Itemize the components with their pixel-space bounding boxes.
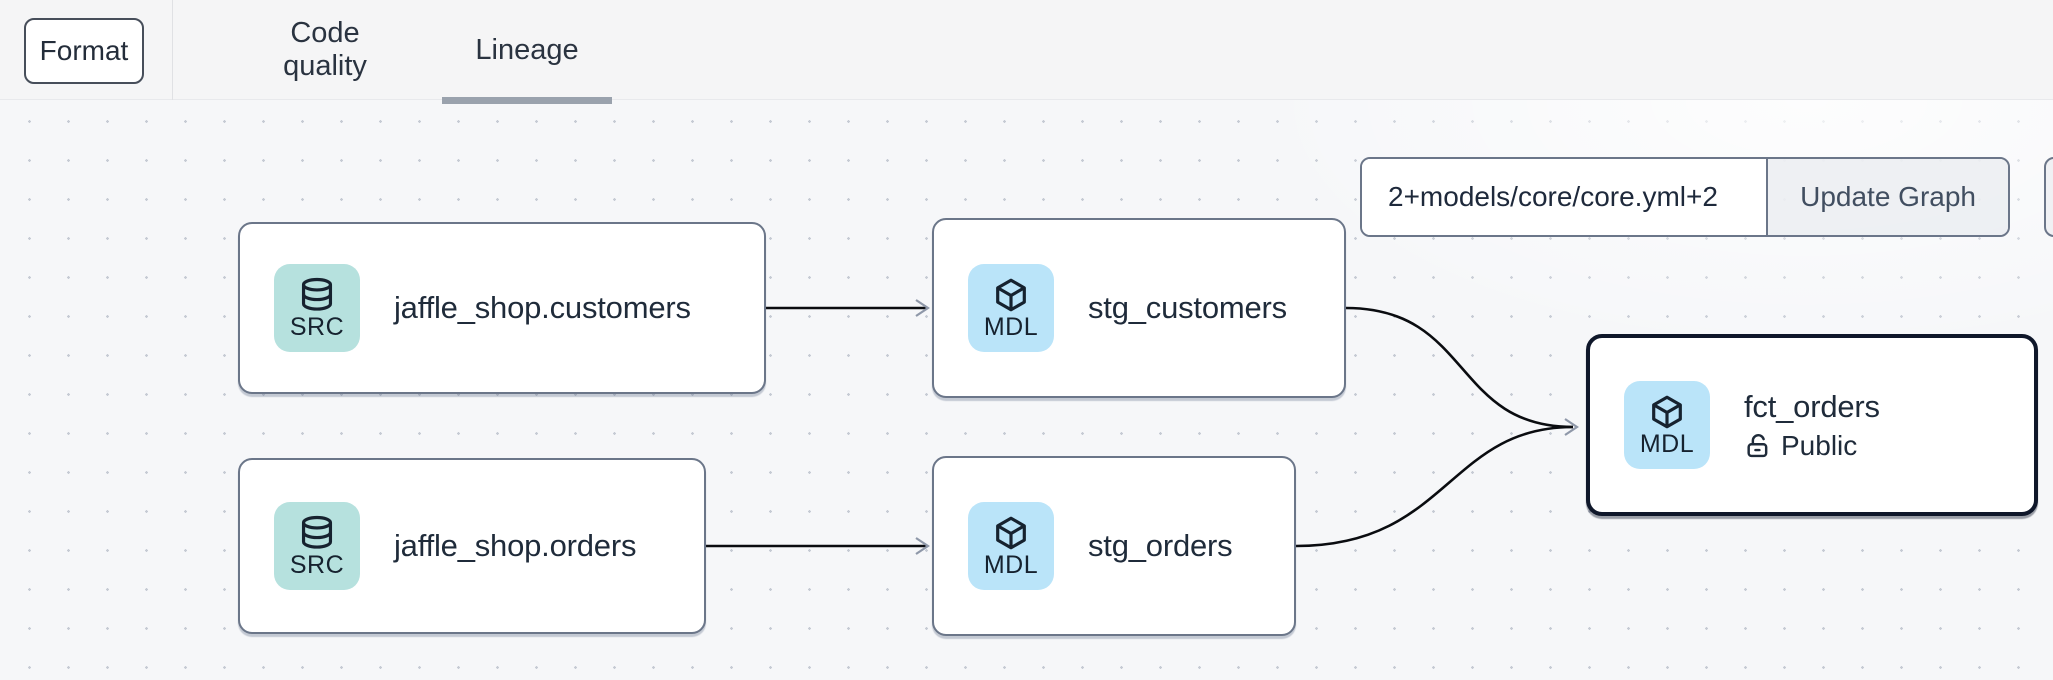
- active-tab-underline: [442, 97, 612, 104]
- cube-icon: [1652, 395, 1682, 429]
- model-type-badge: MDL: [1624, 381, 1710, 469]
- node-model-fct-orders[interactable]: MDL fct_orders Public: [1586, 334, 2038, 516]
- lineage-selector-group: 2+models/core/core.yml+2 Update Graph: [1360, 157, 2010, 237]
- node-title: fct_orders: [1744, 388, 1880, 424]
- badge-label: SRC: [289, 551, 345, 579]
- cube-icon: [996, 278, 1026, 312]
- cutoff-right-control[interactable]: [2044, 157, 2053, 237]
- editor-topbar: Format Code quality Lineage: [0, 0, 2053, 100]
- badge-label: MDL: [983, 551, 1039, 579]
- access-row: Public: [1744, 430, 1880, 462]
- tab-lineage[interactable]: Lineage: [442, 0, 612, 100]
- tab-code-quality[interactable]: Code quality: [240, 0, 410, 100]
- node-title: jaffle_shop.orders: [394, 528, 637, 563]
- node-text-column: fct_orders Public: [1744, 389, 1880, 462]
- source-type-badge: SRC: [274, 264, 360, 352]
- node-model-stg-customers[interactable]: MDL stg_customers: [932, 218, 1346, 398]
- node-source-jaffle-shop-customers[interactable]: SRC jaffle_shop.customers: [238, 222, 766, 394]
- lock-open-icon: [1747, 433, 1768, 457]
- node-title: stg_customers: [1088, 290, 1287, 325]
- format-button[interactable]: Format: [24, 18, 144, 84]
- badge-label: MDL: [983, 313, 1039, 341]
- database-icon: [301, 515, 333, 549]
- database-icon: [301, 277, 333, 311]
- node-title: stg_orders: [1088, 528, 1233, 563]
- badge-label: MDL: [1639, 430, 1695, 458]
- update-graph-button[interactable]: Update Graph: [1766, 159, 2008, 235]
- cube-icon: [996, 516, 1026, 550]
- lineage-selector-input[interactable]: 2+models/core/core.yml+2: [1362, 159, 1767, 235]
- topbar-divider: [172, 0, 173, 100]
- model-type-badge: MDL: [968, 502, 1054, 590]
- node-source-jaffle-shop-orders[interactable]: SRC jaffle_shop.orders: [238, 458, 706, 634]
- source-type-badge: SRC: [274, 502, 360, 590]
- node-model-stg-orders[interactable]: MDL stg_orders: [932, 456, 1296, 636]
- node-title: jaffle_shop.customers: [394, 290, 691, 325]
- badge-label: SRC: [289, 313, 345, 341]
- access-label: Public: [1781, 429, 1858, 461]
- model-type-badge: MDL: [968, 264, 1054, 352]
